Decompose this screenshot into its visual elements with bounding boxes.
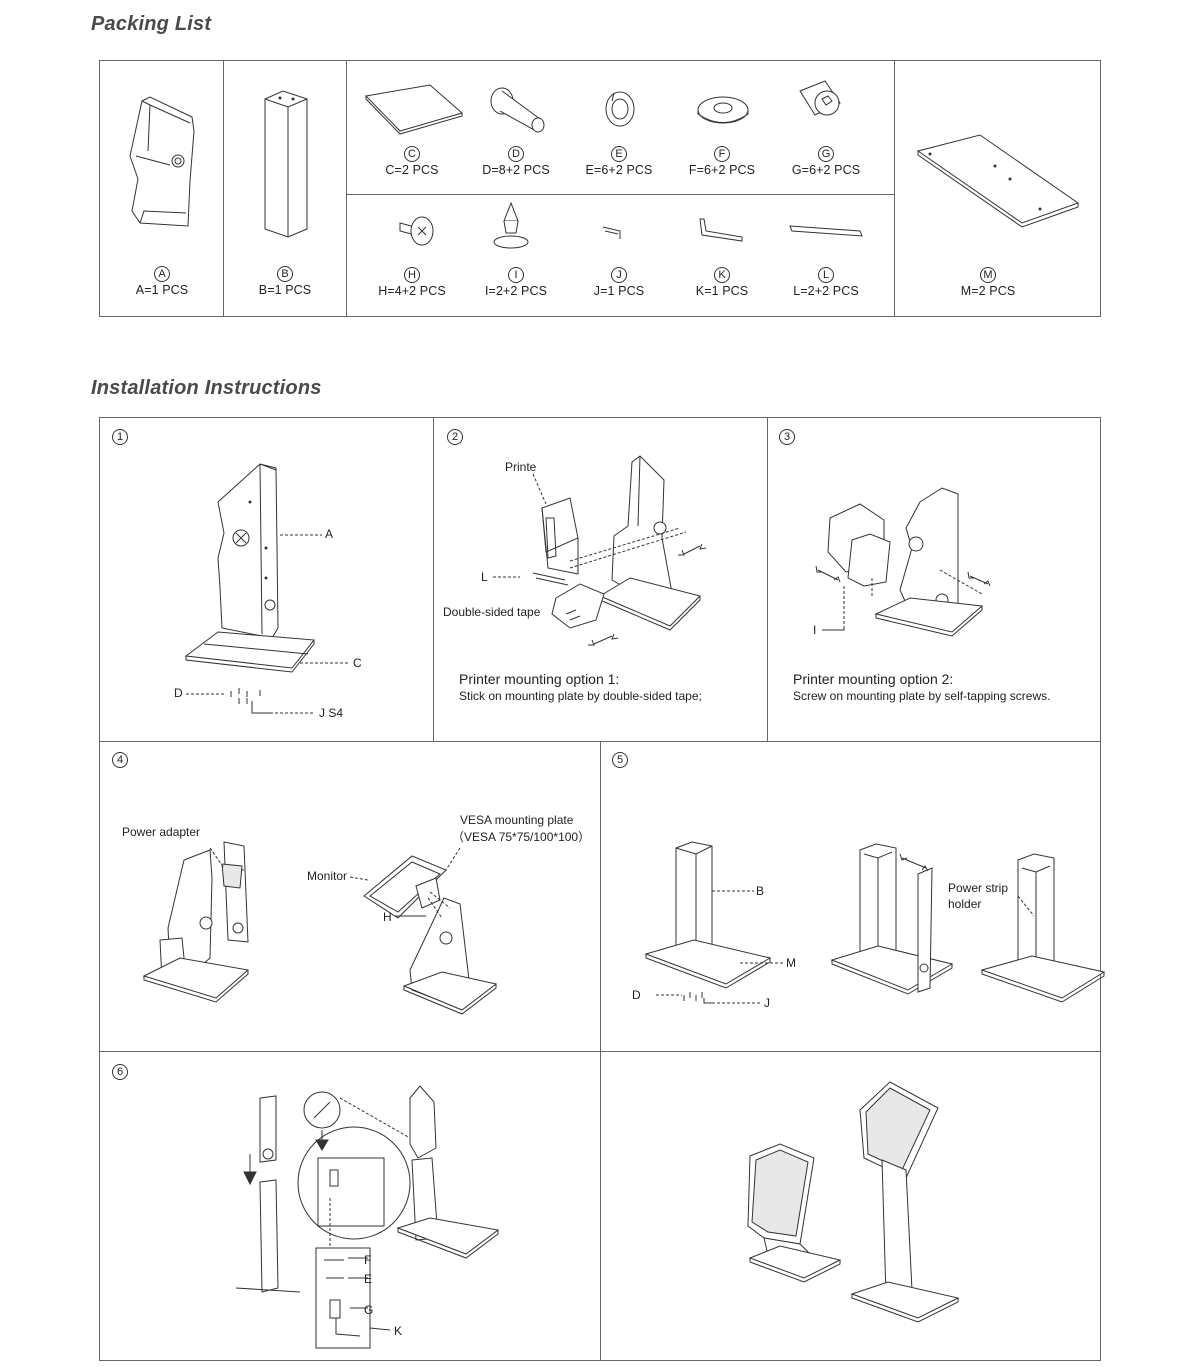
part-g-drawing [800,81,840,115]
step-4-callout-monitor: Monitor [307,869,348,883]
step-3-callout-i: I [813,623,817,637]
step-4-callout-vesa-plate: VESA mounting plate [460,813,574,827]
step-6-drawing [236,1086,498,1348]
step-4-drawing [144,842,496,1014]
installation-instructions-title: Installation Instructions [91,377,322,399]
part-i-drawing [494,203,528,248]
step-6-callout-k: K [394,1324,403,1338]
step-6-number: 6 [112,1064,128,1080]
part-h-drawing [400,217,433,245]
installation-table: 1 2 3 4 5 6 A C D J S4 Printe L Double-s… [99,417,1101,1361]
step-5-drawing [646,842,1104,1003]
step-5-callout-j: J [764,996,770,1010]
step-3-option-desc: Screw on mounting plate by self-tapping … [793,689,1051,703]
step-1-drawing [186,464,348,713]
step-4-callout-h: H [383,910,392,924]
final-assembled-drawing [748,1082,958,1322]
step-4-callout-vesa-sizes: （VESA 75*75/100*100） [452,830,591,844]
installation-drawings [100,418,1102,1362]
step-5-callout-power-strip: Power strip [948,881,1009,895]
step-1-callout-a: A [325,527,334,541]
step-1-number: 1 [112,429,128,445]
step-2-number: 2 [447,429,463,445]
part-d-drawing [491,88,544,132]
step-5-callout-d: D [632,988,641,1002]
step-2-drawing [493,456,706,645]
step-5-callout-m: M [786,956,796,970]
step-2-callout-tape: Double-sided tape [443,605,541,619]
step-1-callout-j-s4: J S4 [319,706,344,720]
step-2-callout-l: L [481,570,488,584]
step-3-option-title: Printer mounting option 2: [793,671,954,687]
step-2-option-title: Printer mounting option 1: [459,671,620,687]
step-6-callout-e: E [364,1272,373,1286]
step-3-drawing [816,488,990,636]
part-b-drawing [265,91,307,237]
step-6-callout-f: F [364,1253,372,1267]
step-5-number: 5 [612,752,628,768]
step-4-callout-power-adapter: Power adapter [122,825,201,839]
packing-list-drawings [100,61,1102,318]
step-2-callout-printer: Printe [505,460,537,474]
part-f-drawing [698,97,748,123]
step-5-callout-holder: holder [948,897,982,911]
part-j-drawing [603,227,620,239]
step-1-callout-c: C [353,656,362,670]
step-5-callout-b: B [756,884,765,898]
part-k-drawing [700,219,742,241]
part-m-drawing [918,135,1078,227]
part-l-drawing [790,226,862,236]
step-3-number: 3 [779,429,795,445]
step-2-option-desc: Stick on mounting plate by double-sided … [459,689,702,703]
part-e-drawing [606,92,634,126]
part-c-drawing [366,85,462,134]
step-1-callout-d: D [174,686,183,700]
step-4-number: 4 [112,752,128,768]
step-6-callout-g: G [364,1303,374,1317]
part-a-drawing [130,97,194,226]
packing-list-title: Packing List [91,13,212,35]
